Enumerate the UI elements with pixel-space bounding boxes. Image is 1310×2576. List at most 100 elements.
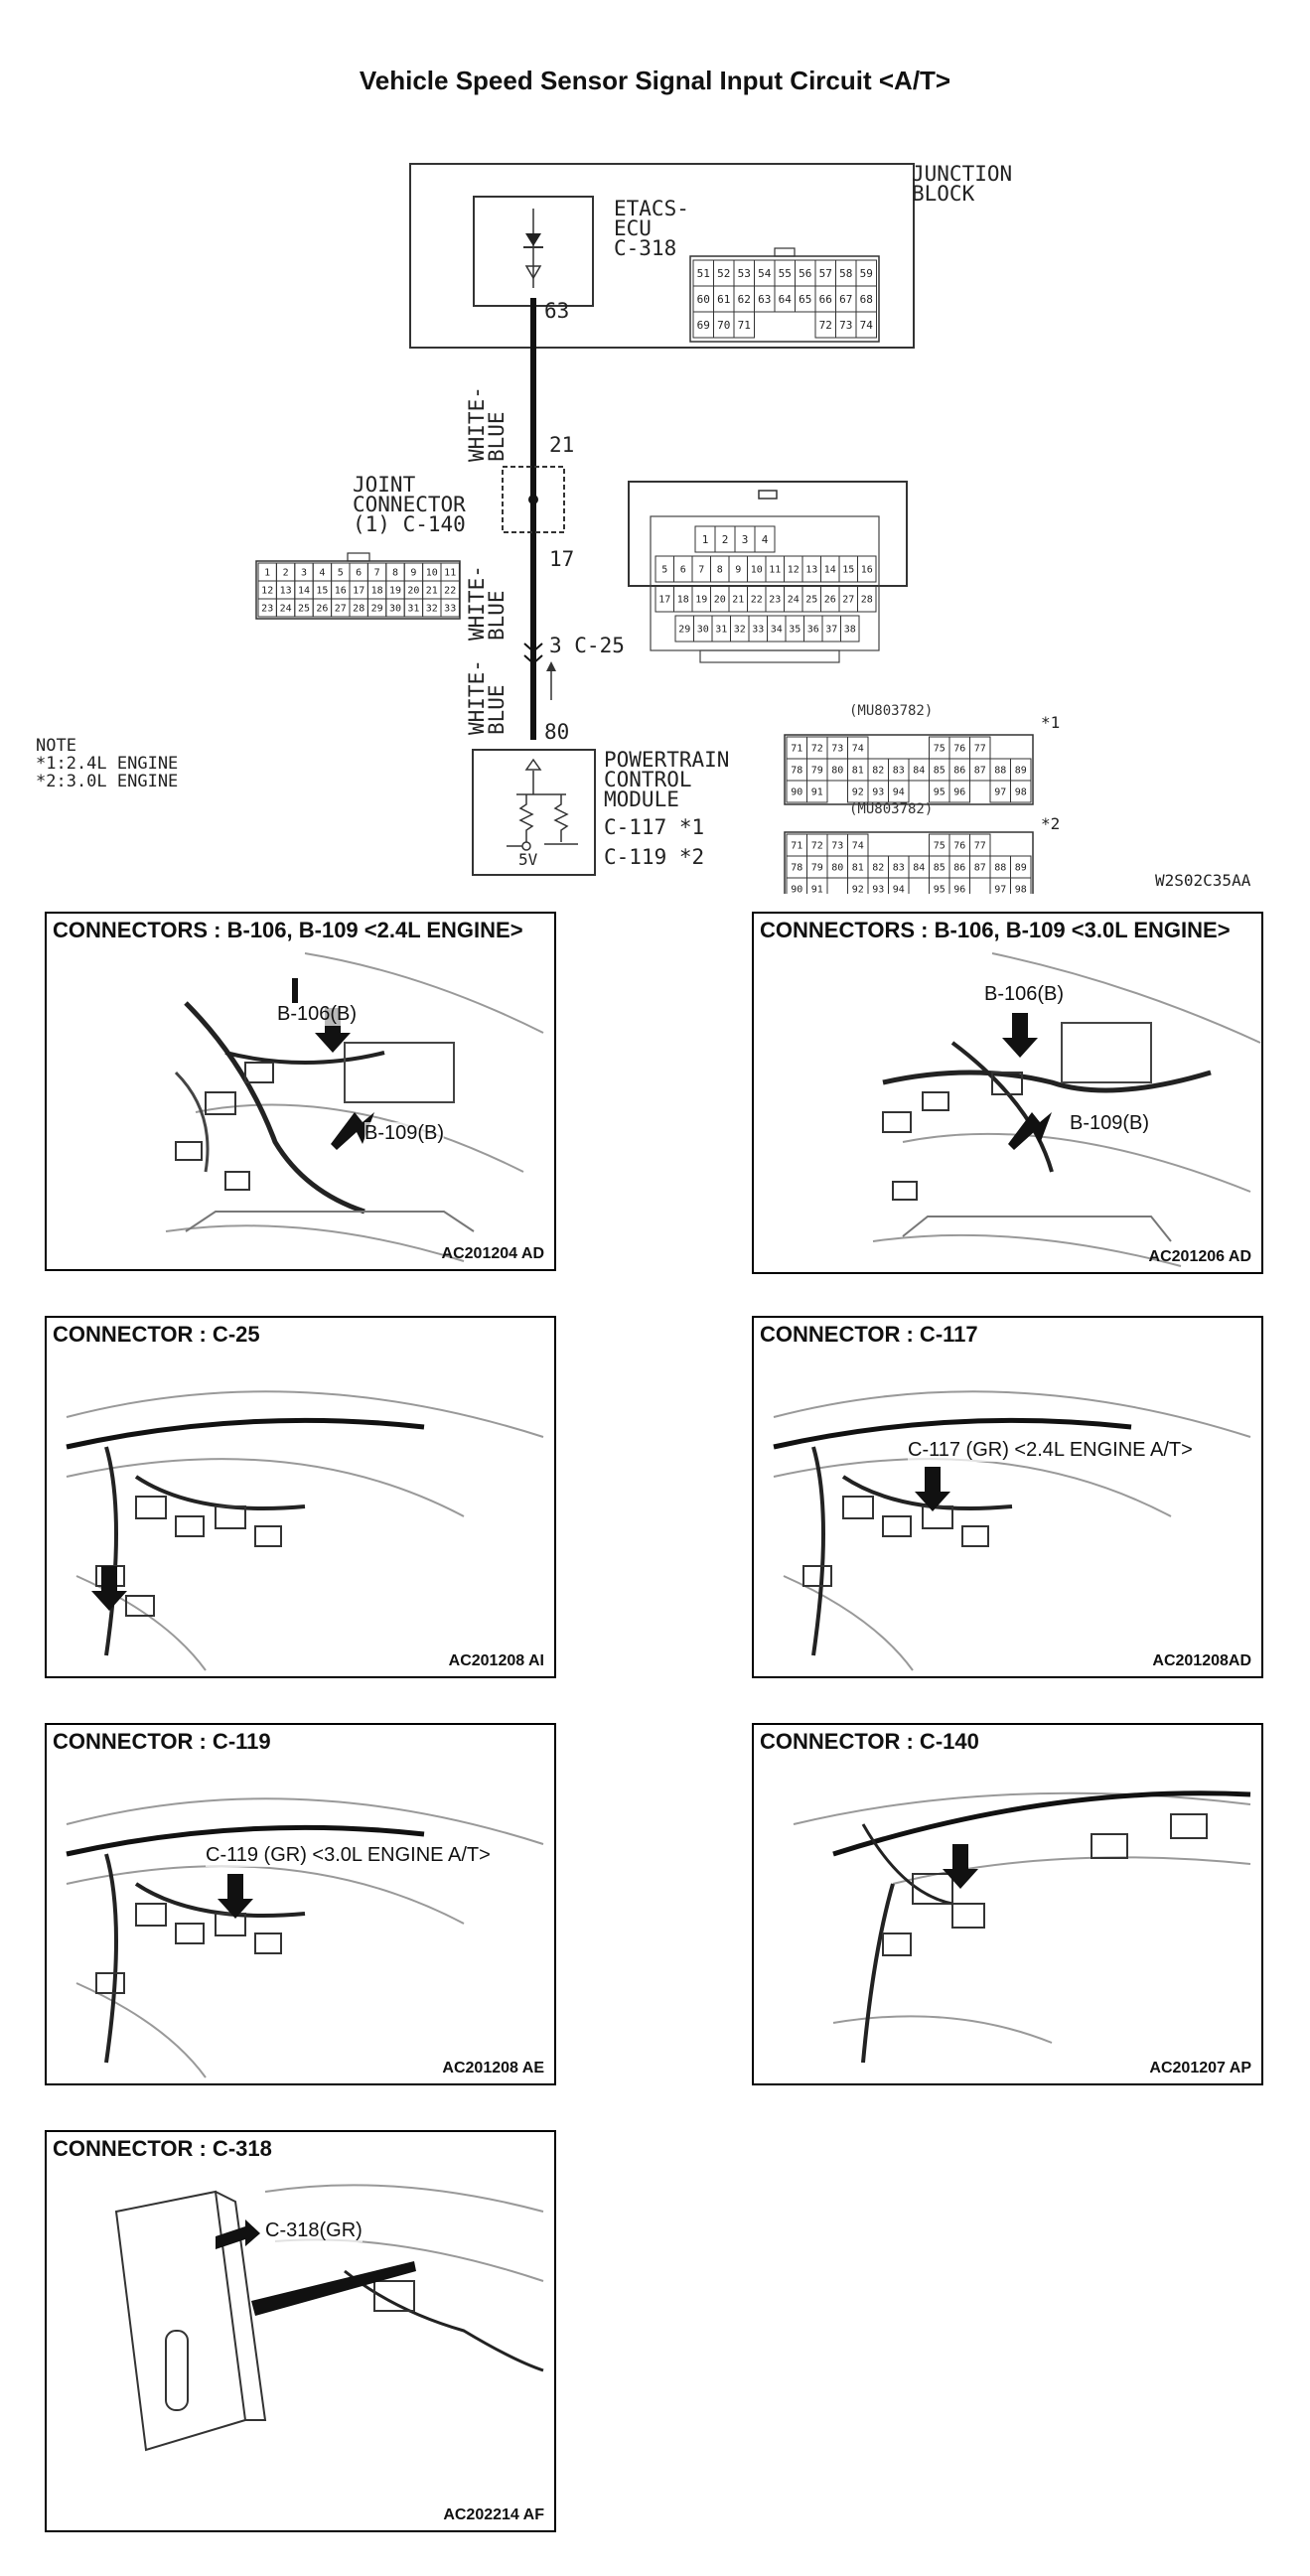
etacs-connector-pin: 72 <box>819 319 832 332</box>
panel-b106-b109-3-0l: CONNECTORS : B-106, B-109 <3.0L ENGINE> … <box>752 912 1263 1274</box>
page-title: Vehicle Speed Sensor Signal Input Circui… <box>359 66 951 95</box>
panel-title: CONNECTOR : C-318 <box>53 2136 272 2161</box>
etacs-connector-cell <box>775 312 796 338</box>
pcm-connector-2-cell <box>970 878 991 894</box>
c140-connector-pin: 5 <box>338 568 344 579</box>
c25-connector-pin: 30 <box>697 625 709 636</box>
c25-connector-pin: 3 <box>742 533 749 546</box>
pcm-connector-1-pin: 80 <box>831 766 843 777</box>
pcm-connector-2-pin: 80 <box>831 863 843 874</box>
pcm-connector-2-pin: 94 <box>893 885 905 894</box>
c25-connector-pin: 15 <box>842 565 854 576</box>
c140-connector-pin: 19 <box>389 586 401 597</box>
pcm-connector-1-pin: 83 <box>893 766 905 777</box>
pcm-connector-1-pin: 90 <box>791 787 802 798</box>
pcm-connector-1-cell <box>806 780 828 803</box>
pin-80-label: 80 <box>544 720 570 744</box>
pcm-connector-2-pin: 88 <box>994 863 1006 874</box>
c140-connector-pin: 16 <box>335 586 347 597</box>
panel-code: AC202214 AF <box>443 2506 544 2523</box>
pcm-connector-1-pin: 89 <box>1015 766 1027 777</box>
pcm-connector-1-cell <box>948 780 970 803</box>
pcm-connector-1-pin: 96 <box>953 787 965 798</box>
panel-code: AC201208 AE <box>442 2060 544 2076</box>
etacs-connector-pin: 66 <box>819 293 832 306</box>
pin-21-label: 21 <box>549 433 575 457</box>
pcm-connector-1-pin: 84 <box>913 766 925 777</box>
c25-connector-cell <box>754 525 776 553</box>
c140-connector-pin: 23 <box>261 604 273 615</box>
pcm-connector-1-cell <box>1010 780 1032 803</box>
etacs-connector-pin: 55 <box>779 267 792 280</box>
junction-block-outline <box>409 163 915 349</box>
c25-connector-pin: 36 <box>807 625 819 636</box>
callout-b106: B-106(B) <box>984 983 1065 1006</box>
panel-title: CONNECTORS : B-106, B-109 <3.0L ENGINE> <box>760 918 1231 942</box>
wire-color-label-2: WHITE- BLUE <box>465 565 509 641</box>
c25-connector-pin: 14 <box>824 565 836 576</box>
pcm-connector-2-pin: 81 <box>852 863 864 874</box>
pcm-connector-2-pin: 78 <box>791 863 802 874</box>
mu-part-number-2: (MU803782) <box>849 801 934 817</box>
pin-17-label: 17 <box>549 547 575 571</box>
pcm-connector-1-pin: 73 <box>831 744 843 755</box>
c140-connector-pin: 10 <box>426 568 438 579</box>
pcm-connector-1-cell <box>868 737 889 759</box>
pcm-connector-2-pin: 86 <box>953 863 965 874</box>
wire-color-label-3: WHITE- BLUE <box>465 659 509 735</box>
c25-connector-pin: 4 <box>762 533 769 546</box>
dashboard-sketch <box>66 1390 544 1671</box>
etacs-ecu-sketch <box>114 2184 544 2452</box>
c25-connector-pin: 12 <box>788 565 800 576</box>
etacs-connector-pin: 71 <box>738 319 751 332</box>
c25-connector-pin: 35 <box>789 625 801 636</box>
c25-connector-pin: 28 <box>861 595 873 606</box>
pcm-connector-1-pin: 86 <box>953 766 965 777</box>
etacs-connector-pin: 61 <box>717 293 730 306</box>
c140-connector-pin: 6 <box>356 568 362 579</box>
diode-symbol <box>525 233 541 246</box>
c140-connector-pin: 14 <box>298 586 310 597</box>
pcm-connector-2-cell <box>948 877 970 894</box>
pcm-connector-1-pin: 88 <box>994 766 1006 777</box>
etacs-connector-pin: 70 <box>717 319 730 332</box>
pcm-connector-2-cell <box>909 878 930 894</box>
pcm-connector-1-pin: 79 <box>811 766 823 777</box>
pcm-connector-2-pin: 84 <box>913 863 925 874</box>
c140-connector-pin: 24 <box>280 604 292 615</box>
c25-connector-pin: 5 <box>661 565 667 576</box>
pcm-connector-2-pin: 79 <box>811 863 823 874</box>
pcm-connector-1-cell <box>909 737 930 759</box>
pcm-connector-1-pin: 91 <box>811 787 823 798</box>
panel-title: CONNECTOR : C-140 <box>760 1729 979 1754</box>
c140-connector-pin: 1 <box>264 568 270 579</box>
pcm-connector-1-pin: 93 <box>872 787 884 798</box>
etacs-connector-pin: 65 <box>799 293 811 306</box>
pcm-connector-2-pin: 71 <box>791 841 802 852</box>
etacs-connector-cell <box>733 311 755 339</box>
c25-connector-pin: 23 <box>769 595 781 606</box>
c25-connector-cell <box>857 585 877 613</box>
c140-connector-pin: 7 <box>374 568 380 579</box>
c25-connector-pin: 18 <box>677 595 689 606</box>
pcm-label: POWERTRAIN CONTROL MODULE <box>604 748 730 811</box>
pcm-connector-2-cell <box>889 834 910 856</box>
c25-connector-pin: 16 <box>861 565 873 576</box>
pcm-connector-1-pin: 72 <box>811 744 823 755</box>
c140-connector-pin: 11 <box>444 568 456 579</box>
panel-b106-b109-2-4l: CONNECTORS : B-106, B-109 <2.4L ENGINE> … <box>45 912 556 1271</box>
etacs-connector-pin: 53 <box>738 267 751 280</box>
etacs-connector-pin: 68 <box>860 293 873 306</box>
c25-connector-pin: 34 <box>771 625 783 636</box>
c140-connector-pin: 30 <box>389 604 401 615</box>
etacs-connector-cell <box>855 311 877 339</box>
pcm-connector-2-cell <box>827 878 848 894</box>
pcm-connector-1-pin: 97 <box>994 787 1006 798</box>
pcm-connector-2-pin: 98 <box>1015 885 1027 894</box>
c25-connector-pin: 33 <box>752 625 764 636</box>
pcm-box <box>472 749 596 876</box>
pcm-connector-2-pin: 75 <box>934 841 946 852</box>
panel-code: AC201206 AD <box>1148 1248 1251 1265</box>
mu-part-number-1: (MU803782) <box>849 703 934 719</box>
